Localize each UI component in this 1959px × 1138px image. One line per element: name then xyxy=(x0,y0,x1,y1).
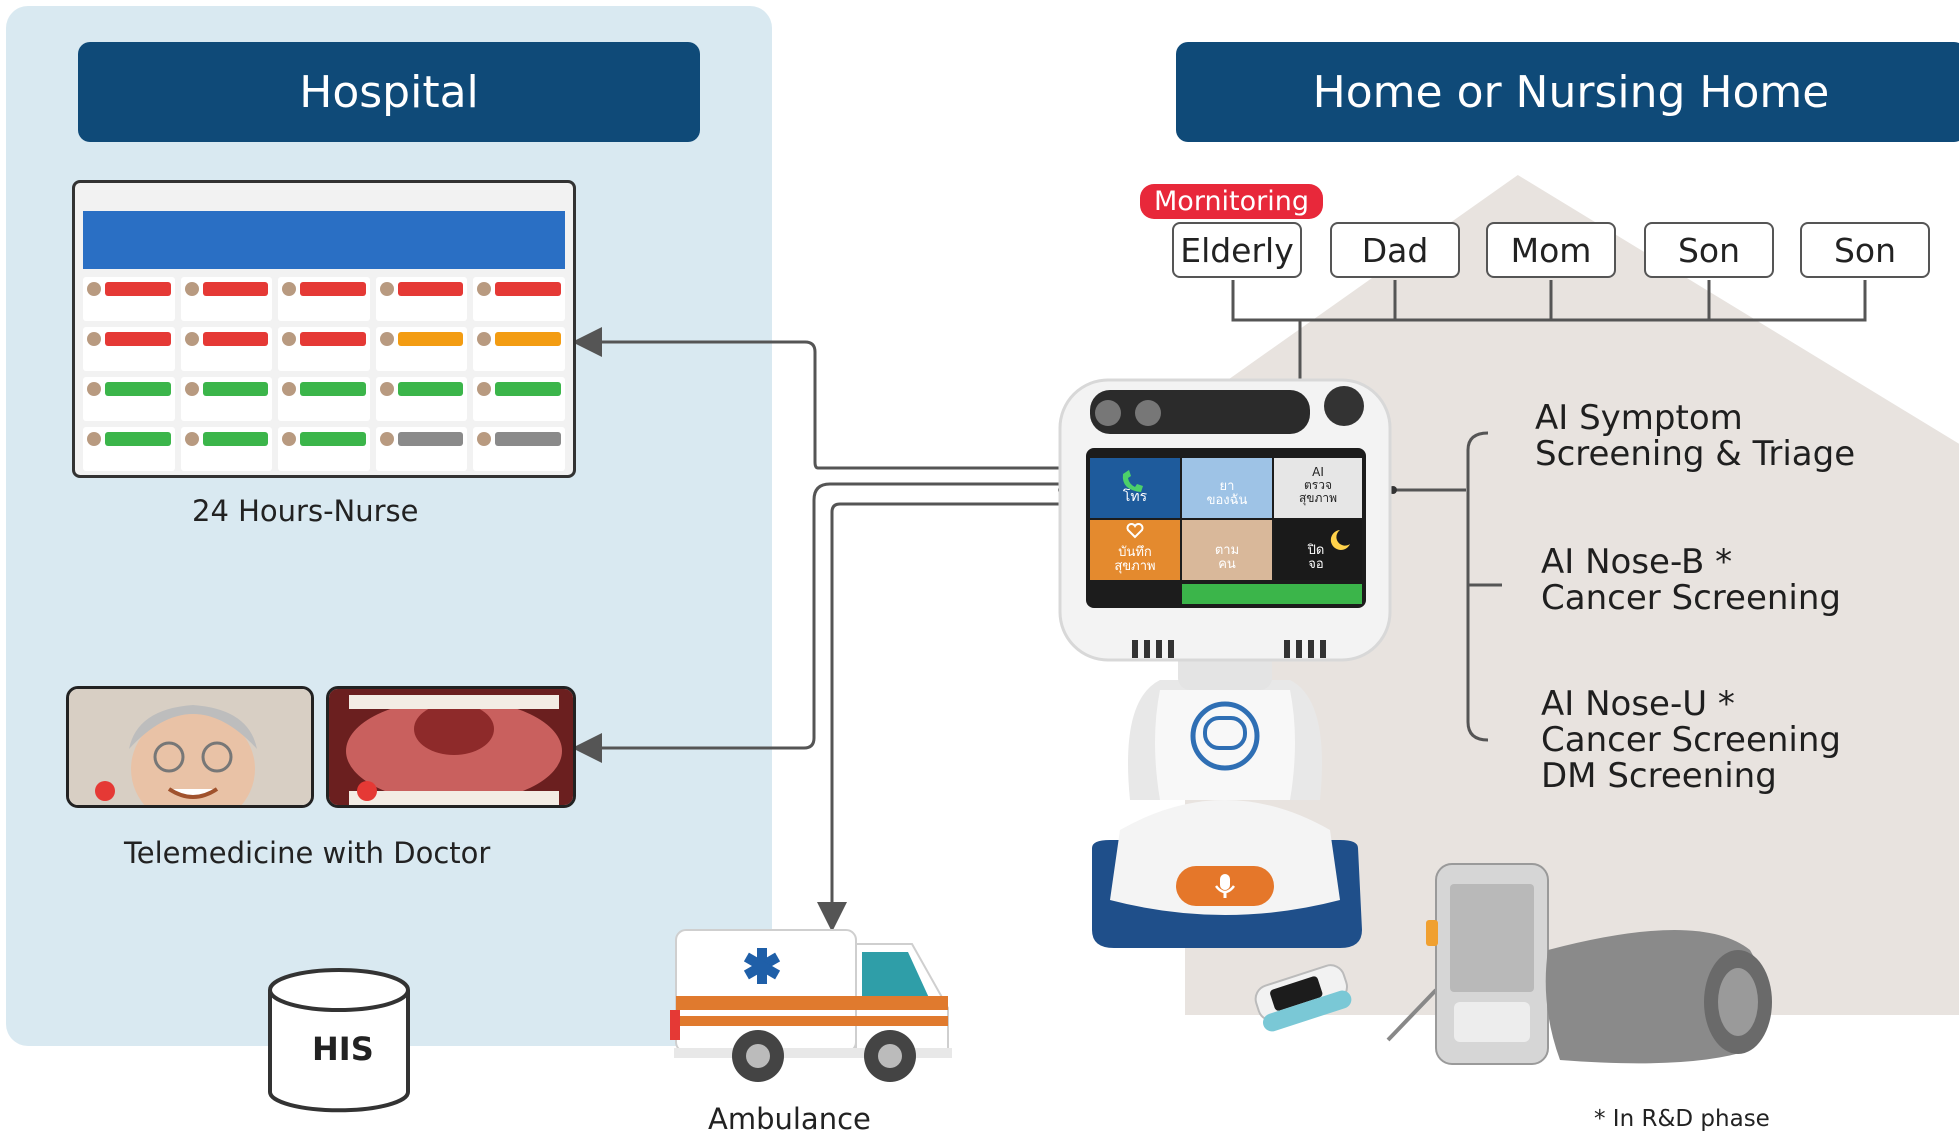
blood-pressure-cuff xyxy=(1545,930,1772,1064)
family-member-mom: Mom xyxy=(1486,222,1616,278)
patient-tile xyxy=(83,377,175,421)
nurse-dashboard-screen xyxy=(72,180,576,478)
star-of-life-icon xyxy=(743,948,781,984)
family-member-son-2: Son xyxy=(1800,222,1930,278)
patient-tile xyxy=(473,277,565,321)
screen-health-log-button: บันทึก สุขภาพ xyxy=(1114,545,1156,574)
screen-follow-button: ตาม คน xyxy=(1214,543,1240,572)
patient-tile xyxy=(278,377,370,421)
patient-tile xyxy=(180,427,273,471)
telemedicine-caption: Telemedicine with Doctor xyxy=(124,836,491,870)
patient-tile xyxy=(375,427,468,471)
patient-tile xyxy=(180,327,273,371)
screen-call-button: โทร xyxy=(1122,489,1148,505)
patient-tile xyxy=(83,427,175,471)
monitoring-badge: Mornitoring xyxy=(1140,184,1324,219)
footnote: * In R&D phase xyxy=(1594,1106,1770,1132)
patient-tile xyxy=(473,377,565,421)
elderly-face-image xyxy=(69,689,311,805)
patient-tile xyxy=(278,277,370,321)
nurse-caption: 24 Hours-Nurse xyxy=(192,494,419,528)
patient-tile xyxy=(83,277,175,321)
hospital-panel xyxy=(6,6,772,1046)
patient-tile xyxy=(278,327,370,371)
ambulance-label: Ambulance xyxy=(708,1102,871,1136)
phone-icon xyxy=(1122,470,1143,492)
dashboard-patient-grid xyxy=(75,269,573,475)
moon-icon xyxy=(1330,530,1350,550)
home-title: Home or Nursing Home xyxy=(1176,42,1959,142)
screen-medicine-button: ยา ของฉัน xyxy=(1206,479,1248,508)
patient-tile xyxy=(180,277,273,321)
family-member-dad: Dad xyxy=(1330,222,1460,278)
hospital-title: Hospital xyxy=(78,42,700,142)
patient-tile xyxy=(375,377,468,421)
throat-exam-image xyxy=(329,689,573,805)
his-label: HIS xyxy=(312,1030,374,1068)
pulse-oximeter xyxy=(1254,964,1352,1032)
patient-tile xyxy=(180,377,273,421)
patient-tile xyxy=(83,327,175,371)
patient-tile xyxy=(375,327,468,371)
patient-tile xyxy=(278,427,370,471)
patient-tile xyxy=(473,327,565,371)
dashboard-header xyxy=(83,211,565,269)
screen-ai-check-button: AI ตรวจ สุขภาพ xyxy=(1298,465,1338,505)
video-call-patient xyxy=(66,686,314,808)
feature-nose-u: AI Nose-U * Cancer Screening DM Screenin… xyxy=(1541,684,1841,796)
patient-tile xyxy=(375,277,468,321)
screen-off-button: ปิด จอ xyxy=(1307,543,1325,572)
video-call-throat xyxy=(326,686,576,808)
family-member-elderly: Elderly xyxy=(1172,222,1302,278)
family-member-son-1: Son xyxy=(1644,222,1774,278)
blood-pressure-monitor xyxy=(1386,863,1549,1065)
feature-nose-b: AI Nose-B * Cancer Screening xyxy=(1541,542,1841,618)
heart-icon xyxy=(1126,523,1144,539)
microphone-icon xyxy=(1215,874,1235,898)
patient-tile xyxy=(473,427,565,471)
feature-symptom-screening: AI Symptom Screening & Triage xyxy=(1535,398,1856,474)
